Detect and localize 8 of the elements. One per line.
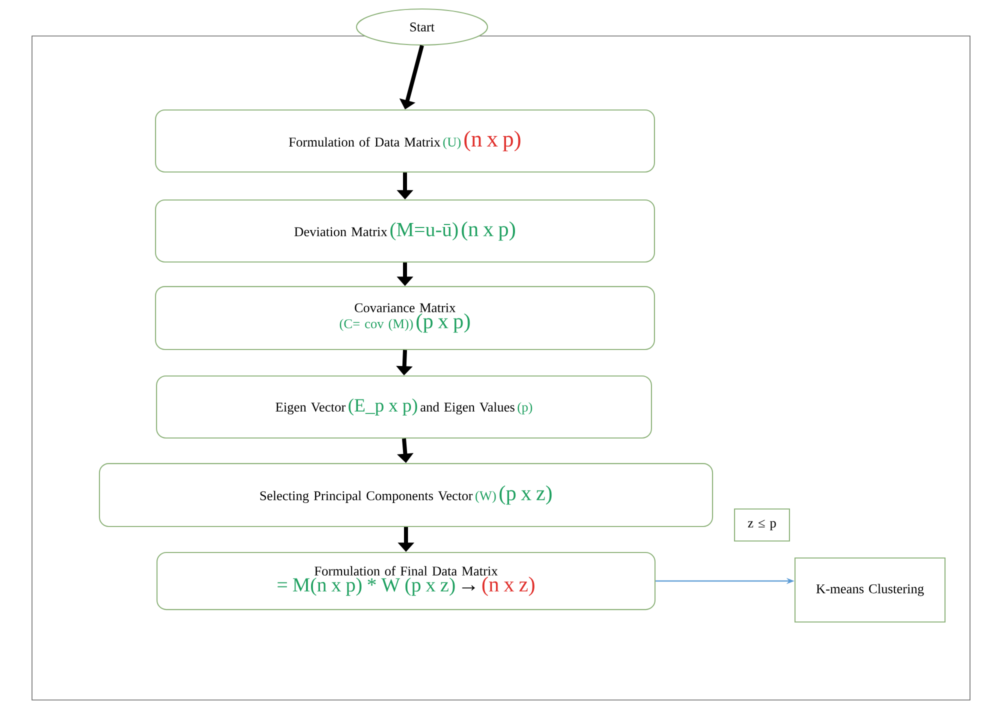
result-box: K-means Clustering bbox=[794, 557, 946, 623]
process-box: Formulation of Data Matrix (U) (n x p) bbox=[155, 109, 655, 173]
process-box: Formulation of Final Data Matrix = M(n x p) * W (p x z) → (n x z) bbox=[156, 552, 656, 610]
condition-box: z ≤ p bbox=[734, 508, 790, 542]
process-box: Deviation Matrix (M=u-ū) (n x p) bbox=[155, 199, 655, 263]
process-box: Eigen Vector (E_p x p) and Eigen Values (p) bbox=[156, 375, 652, 439]
process-box: Selecting Principal Components Vector (W) (p x z) bbox=[98, 463, 714, 527]
process-box: Covariance Matrix (C= cov (M)) (p x p) bbox=[155, 286, 655, 350]
